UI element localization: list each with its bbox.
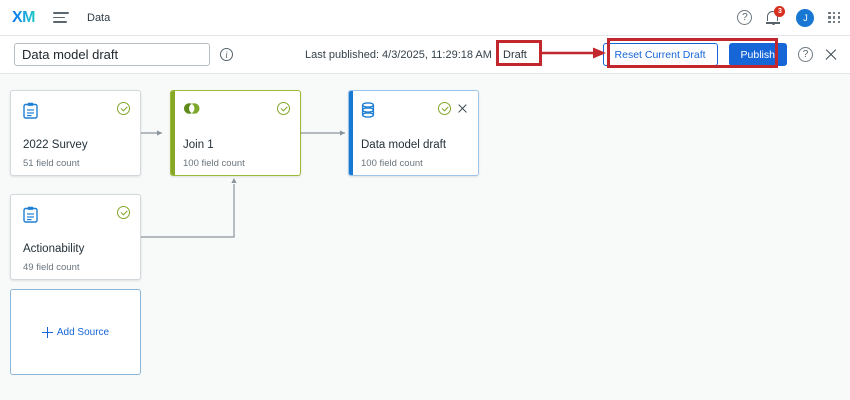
- close-icon[interactable]: [824, 48, 838, 62]
- breadcrumb-data[interactable]: Data: [87, 11, 111, 24]
- add-source-label: Add Source: [56, 326, 110, 338]
- node-data-model-draft[interactable]: Data model draft 100 field count: [348, 90, 479, 176]
- add-source-card[interactable]: Add Source: [10, 289, 141, 375]
- help-icon[interactable]: ?: [737, 10, 753, 25]
- node-accent-bar: [171, 91, 175, 175]
- node-title: Data model draft: [361, 139, 447, 151]
- global-top-nav: XM Data ? 3 J: [0, 0, 850, 36]
- toolbar-help-icon[interactable]: ?: [798, 47, 813, 62]
- bell-clapper: [771, 22, 776, 25]
- last-published-text: Last published: 4/3/2025, 11:29:18 AM: [305, 48, 492, 61]
- project-title-input[interactable]: [14, 43, 210, 66]
- check-circle-icon: [117, 206, 130, 219]
- editor-toolbar: i Last published: 4/3/2025, 11:29:18 AM …: [0, 36, 850, 74]
- database-icon: [361, 102, 375, 118]
- node-subtitle: 100 field count: [361, 158, 423, 169]
- node-header: [23, 206, 130, 224]
- node-accent-bar: [349, 91, 353, 175]
- node-title: 2022 Survey: [23, 139, 88, 151]
- check-circle-icon: [277, 102, 290, 115]
- notification-badge: 3: [774, 6, 786, 17]
- node-2022-survey[interactable]: 2022 Survey 51 field count: [10, 90, 141, 176]
- hamburger-menu-icon[interactable]: [53, 12, 69, 23]
- node-status-group: [117, 206, 130, 219]
- clipboard-icon: [23, 206, 38, 223]
- clipboard-icon: [23, 102, 38, 119]
- node-title: Join 1: [183, 139, 214, 151]
- info-icon[interactable]: i: [220, 48, 233, 61]
- node-header: [361, 102, 468, 120]
- data-model-canvas[interactable]: 2022 Survey 51 field count Join 1 100 fi…: [0, 74, 850, 400]
- top-nav-actions: ? 3 J: [737, 6, 840, 27]
- remove-node-icon[interactable]: [457, 103, 468, 114]
- node-status-group: [277, 102, 290, 115]
- check-circle-icon: [438, 102, 451, 115]
- apps-grid-icon[interactable]: [828, 11, 840, 24]
- publish-button[interactable]: Publish: [728, 43, 787, 66]
- node-title: Actionability: [23, 243, 85, 255]
- node-actionability[interactable]: Actionability 49 field count: [10, 194, 141, 280]
- toolbar-actions: Reset Current Draft Publish ?: [602, 43, 838, 66]
- venn-join-icon: [184, 103, 200, 114]
- check-circle-icon: [117, 102, 130, 115]
- reset-current-draft-button[interactable]: Reset Current Draft: [602, 43, 718, 66]
- node-join-1[interactable]: Join 1 100 field count: [170, 90, 301, 176]
- node-subtitle: 100 field count: [183, 158, 245, 169]
- node-status-group: [438, 102, 468, 115]
- node-header: [23, 102, 130, 120]
- avatar[interactable]: J: [796, 8, 815, 27]
- node-header: [183, 102, 290, 120]
- plus-icon: [41, 326, 53, 338]
- node-status-group: [117, 102, 130, 115]
- status-badge: Draft: [503, 48, 527, 61]
- node-subtitle: 49 field count: [23, 262, 80, 273]
- xm-logo[interactable]: XM: [12, 8, 36, 26]
- node-subtitle: 51 field count: [23, 158, 80, 169]
- notifications-bell-icon[interactable]: 3: [765, 6, 786, 26]
